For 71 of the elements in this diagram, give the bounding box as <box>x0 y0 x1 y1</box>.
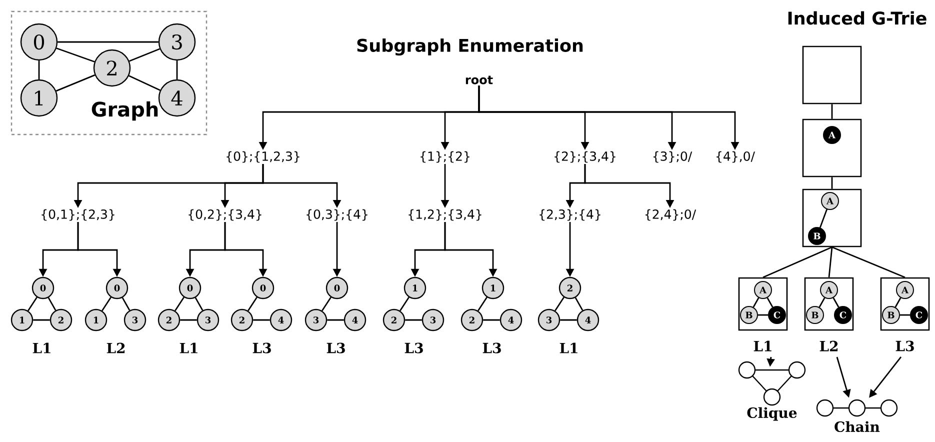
connector-line <box>828 247 833 278</box>
connector-line <box>818 298 826 308</box>
node-label: L2 <box>820 340 838 352</box>
connector-line <box>758 314 768 316</box>
subgraph-label: {0,2};{3,4} <box>188 209 262 221</box>
title: Induced G-Trie <box>788 11 926 25</box>
trie-node-box <box>802 118 862 178</box>
subgraph-label: {1};{2} <box>420 151 470 163</box>
connector-line <box>128 75 160 91</box>
connector-line <box>56 48 95 62</box>
connector-line <box>900 314 910 316</box>
connector-line <box>766 298 774 308</box>
connector-line <box>194 297 204 311</box>
subgraph-label: {2,3};{4} <box>540 209 600 221</box>
connector-line <box>483 319 500 321</box>
class-label: L3 <box>404 342 423 354</box>
node-label: Chain <box>834 421 880 432</box>
connector-line <box>122 297 130 311</box>
connector-line <box>554 296 564 312</box>
connector-line <box>752 298 760 308</box>
connector-line <box>832 298 840 308</box>
subgraph-label: {0,3};{4} <box>306 209 368 221</box>
subgraph-label: {4},0/ <box>716 151 755 163</box>
connector-line <box>38 60 40 80</box>
trie-node-box <box>802 46 862 104</box>
connector-line <box>400 296 410 312</box>
connector-line <box>56 74 96 92</box>
class-label: L1 <box>560 342 578 354</box>
title: Subgraph Enumeration <box>357 38 583 56</box>
connector-line <box>819 209 828 228</box>
connector-line <box>574 297 584 311</box>
connector-line <box>894 298 902 308</box>
subgraph-label: {0};{1,2,3} <box>226 151 300 163</box>
class-label: L3 <box>482 342 501 354</box>
subgraph-label: {1,2};{3,4} <box>408 209 482 221</box>
clique-drawing: Clique <box>738 361 806 421</box>
connector-line <box>327 319 344 321</box>
connector-line <box>831 104 833 119</box>
connector-line <box>831 177 833 189</box>
node-label: Clique <box>747 407 797 421</box>
node-label: L1 <box>754 340 772 352</box>
class-label: L3 <box>252 342 271 354</box>
connector-line <box>405 319 422 321</box>
connector-line <box>48 297 56 311</box>
connector-line <box>478 296 488 312</box>
trie-node-box <box>802 188 862 248</box>
subgraph-label: {0,1};{2,3} <box>42 209 114 221</box>
subgraph-label: {2,4};0/ <box>646 209 696 221</box>
subgraph-label: {3};0/ <box>653 151 692 163</box>
connector-line <box>102 296 112 312</box>
connector-line <box>33 319 50 321</box>
connector-line <box>180 319 197 321</box>
subgraph-label: {2};{3,4} <box>554 151 616 163</box>
chain-drawing: Chain <box>816 399 898 432</box>
class-label: L3 <box>326 342 345 354</box>
connector-line <box>58 41 158 43</box>
connector-line <box>28 296 38 312</box>
class-label: L1 <box>180 342 198 354</box>
class-label: L2 <box>106 342 125 354</box>
connector-line <box>762 246 832 278</box>
connector-line <box>176 60 178 80</box>
connector-line <box>832 246 906 278</box>
connector-line <box>248 296 258 312</box>
connector-line <box>253 319 270 321</box>
connector-line <box>129 48 160 62</box>
connector-line <box>322 296 332 312</box>
node-label: L3 <box>896 340 914 352</box>
connector-line <box>174 296 184 312</box>
class-label: L1 <box>32 342 50 354</box>
root-label: root <box>466 76 493 84</box>
connector-line <box>560 319 577 321</box>
